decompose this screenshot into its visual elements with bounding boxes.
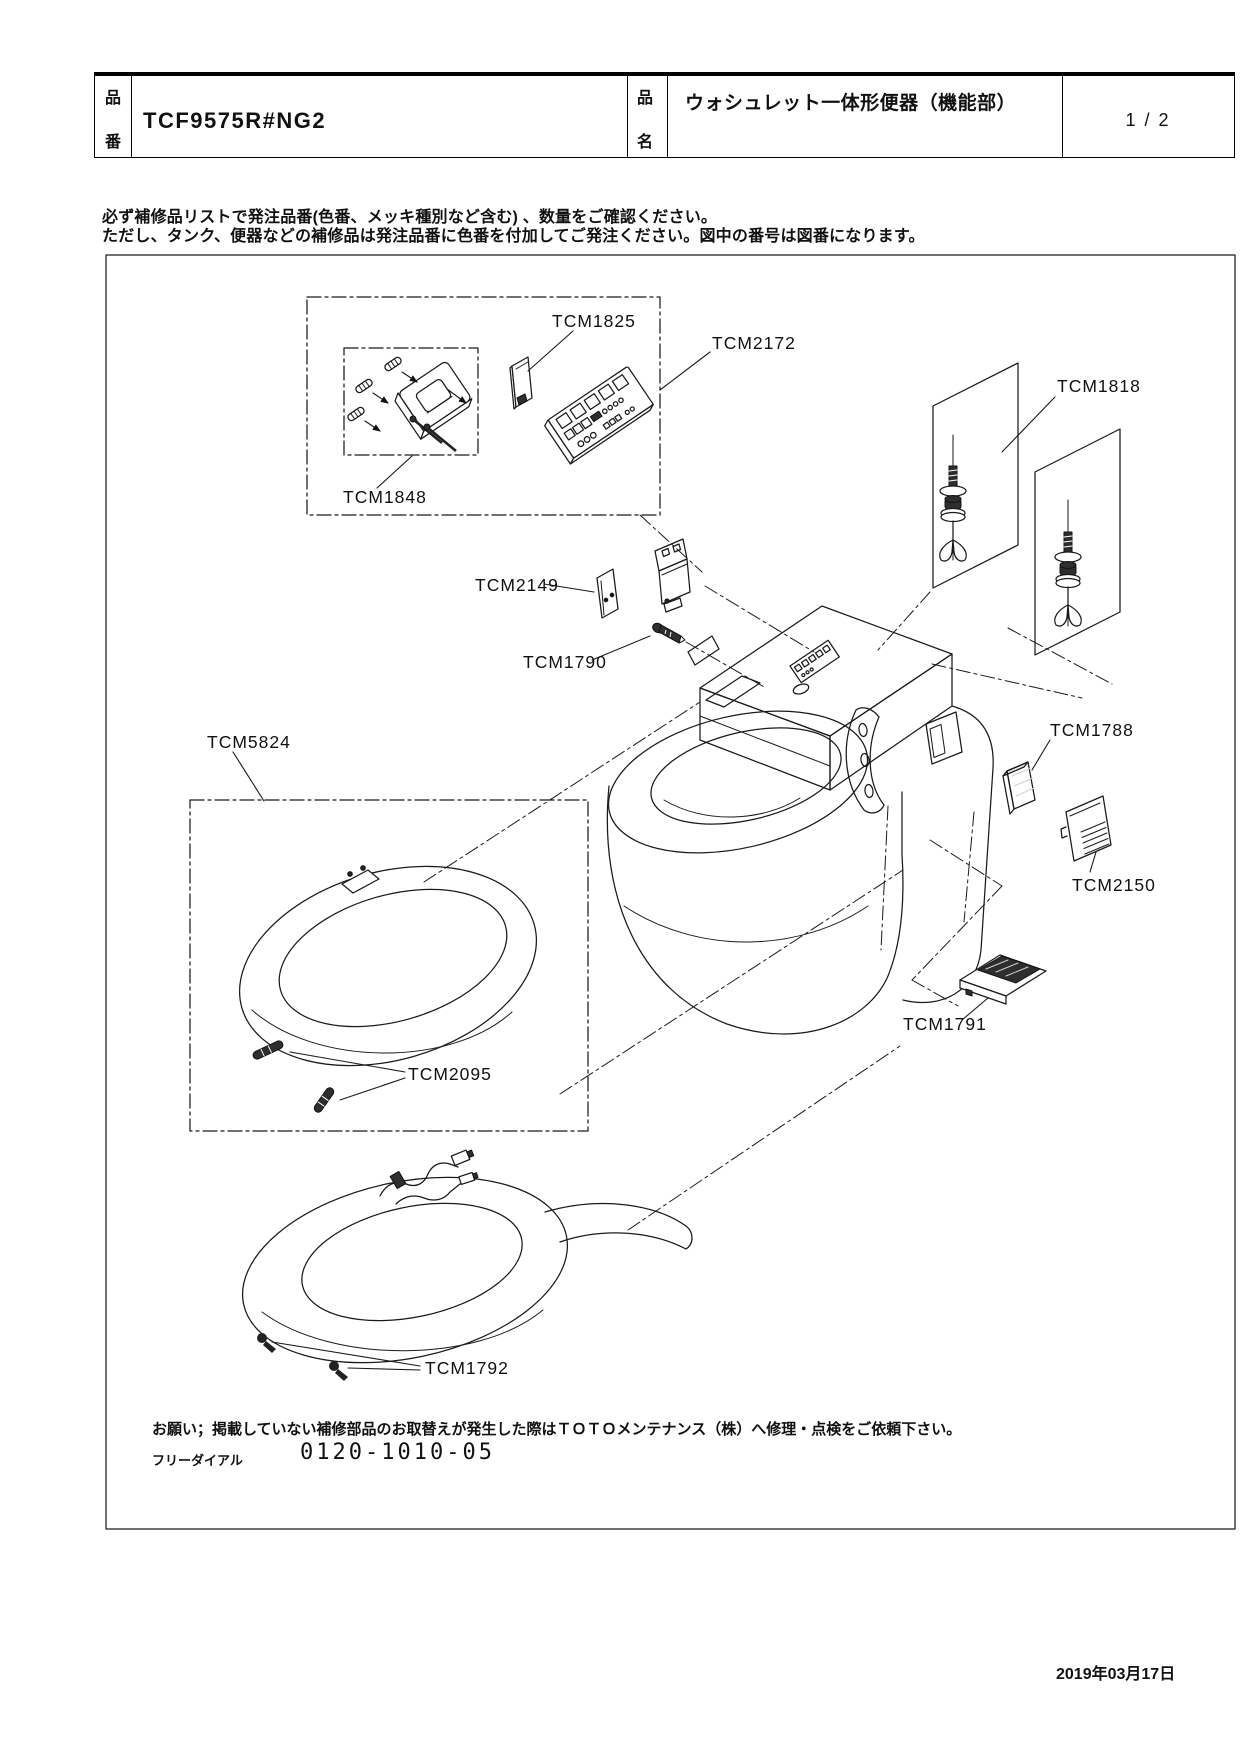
hanger-boundary-box [343, 347, 479, 456]
mount-panel [932, 362, 1019, 589]
assembly-boundary-box [306, 296, 661, 516]
seat-rim-inner [650, 727, 842, 825]
part-label-tcm1825: TCM1825 [552, 311, 636, 331]
vent-cover-drawing [1060, 795, 1112, 862]
toilet-seat-ring [241, 1176, 693, 1364]
service-request-note: お願い；掲載していない補修部品のお取替えが発生した際はＴＯＴＯメンテナンス（株）… [152, 1421, 962, 1438]
side-flap [687, 635, 720, 666]
part-label-tcm2095: TCM2095 [408, 1064, 492, 1084]
part-number-label-char: 品 [104, 90, 121, 107]
toilet-body-drawing [606, 605, 994, 1035]
title-block-divider [131, 76, 132, 157]
seat-assembly-drawing [241, 1149, 693, 1381]
title-block-divider [667, 76, 668, 157]
fixing-bolt-panels-drawing [932, 362, 1121, 656]
alignment-lines [423, 514, 1113, 1231]
seat-hinge [705, 675, 761, 708]
title-block-divider [1062, 76, 1063, 157]
damper-pin [252, 1040, 284, 1060]
order-notice-line1: 必ず補修品リストで発注品番(色番、メッキ種別など含む) 、数量をご確認ください。 [102, 209, 718, 226]
fixing-bolt-assembly [939, 434, 967, 562]
part-label-tcm2149: TCM2149 [475, 575, 559, 595]
mount-panel [1034, 428, 1121, 656]
control-panel [789, 639, 840, 684]
rear-column [902, 705, 994, 1004]
wall-anchor [355, 378, 389, 404]
leader-lines [232, 330, 1097, 1371]
part-label-tcm1818: TCM1818 [1057, 376, 1141, 396]
title-block: 品 番 TCF9575R#NG2 品 名 ウォシュレット一体形便器（機能部） 1… [94, 72, 1235, 158]
remote-hanger-plate [394, 361, 473, 440]
bracket-screw [652, 622, 686, 644]
part-label-tcm2150: TCM2150 [1072, 875, 1156, 895]
part-number-label-char: 番 [104, 134, 121, 151]
seat-harness-wires [379, 1149, 479, 1205]
part-name-label-char: 品 [636, 90, 653, 107]
part-number-value: TCF9575R#NG2 [143, 108, 327, 133]
seat-screw [257, 1333, 276, 1353]
hanger-screw [423, 423, 457, 453]
seat-screw [329, 1361, 348, 1381]
remote-control-assembly-drawing [306, 296, 661, 516]
page-indicator: 1 / 2 [1125, 110, 1171, 130]
part-name-label-char: 名 [636, 134, 653, 151]
part-label-tcm1788: TCM1788 [1050, 720, 1134, 740]
service-opening [925, 711, 963, 765]
unit-front-face [699, 687, 831, 791]
order-notice-line2: ただし、タンク、便器などの補修品は発注品番に色番を付加してご発注ください。図中の… [102, 227, 925, 245]
part-label-tcm2172: TCM2172 [712, 333, 796, 353]
unit-top-face [699, 605, 953, 737]
assembly-arrow [446, 388, 467, 404]
seat-sensor-button [792, 683, 810, 695]
title-block-divider [627, 76, 628, 157]
toilet-lid [238, 865, 538, 1067]
order-notice: 必ず補修品リストで発注品番(色番、メッキ種別など含む) 、数量をご確認ください。… [102, 209, 925, 246]
hanger-screw [409, 415, 443, 445]
remote-spacer-plate [509, 356, 533, 410]
wall-anchor [347, 406, 381, 432]
part-label-tcm1791: TCM1791 [903, 1014, 987, 1034]
sensor-bracket-drawing [596, 538, 691, 644]
fixing-bolt-assembly [1054, 499, 1082, 627]
deodorizer-filter-drawing [1002, 761, 1036, 815]
revision-date: 2019年03月17日 [1056, 1666, 1176, 1683]
part-label-tcm1848: TCM1848 [343, 487, 427, 507]
diagram-frame [105, 254, 1236, 1530]
remote-control-body [544, 366, 654, 465]
part-label-tcm1790: TCM1790 [523, 652, 607, 672]
unit-right-face [829, 653, 953, 791]
bowl-shell [606, 785, 904, 1035]
lid-boundary-box [189, 799, 589, 1132]
base-plate-drawing [959, 954, 1047, 1005]
bracket-plate [596, 568, 619, 619]
clip-bracket [654, 538, 691, 613]
part-label-tcm5824: TCM5824 [207, 732, 291, 752]
damper-pin [313, 1087, 335, 1113]
freedial-phone-number: 0120-1010-05 [300, 1440, 495, 1465]
part-label-tcm1792: TCM1792 [425, 1358, 509, 1378]
seat-rim-outer [607, 710, 869, 854]
part-name-value: ウォシュレット一体形便器（機能部） [685, 93, 1017, 114]
rear-flange [845, 707, 885, 814]
wall-anchor [384, 356, 418, 383]
freedial-label: フリーダイアル [152, 1453, 243, 1468]
lid-assembly-drawing [189, 799, 589, 1132]
